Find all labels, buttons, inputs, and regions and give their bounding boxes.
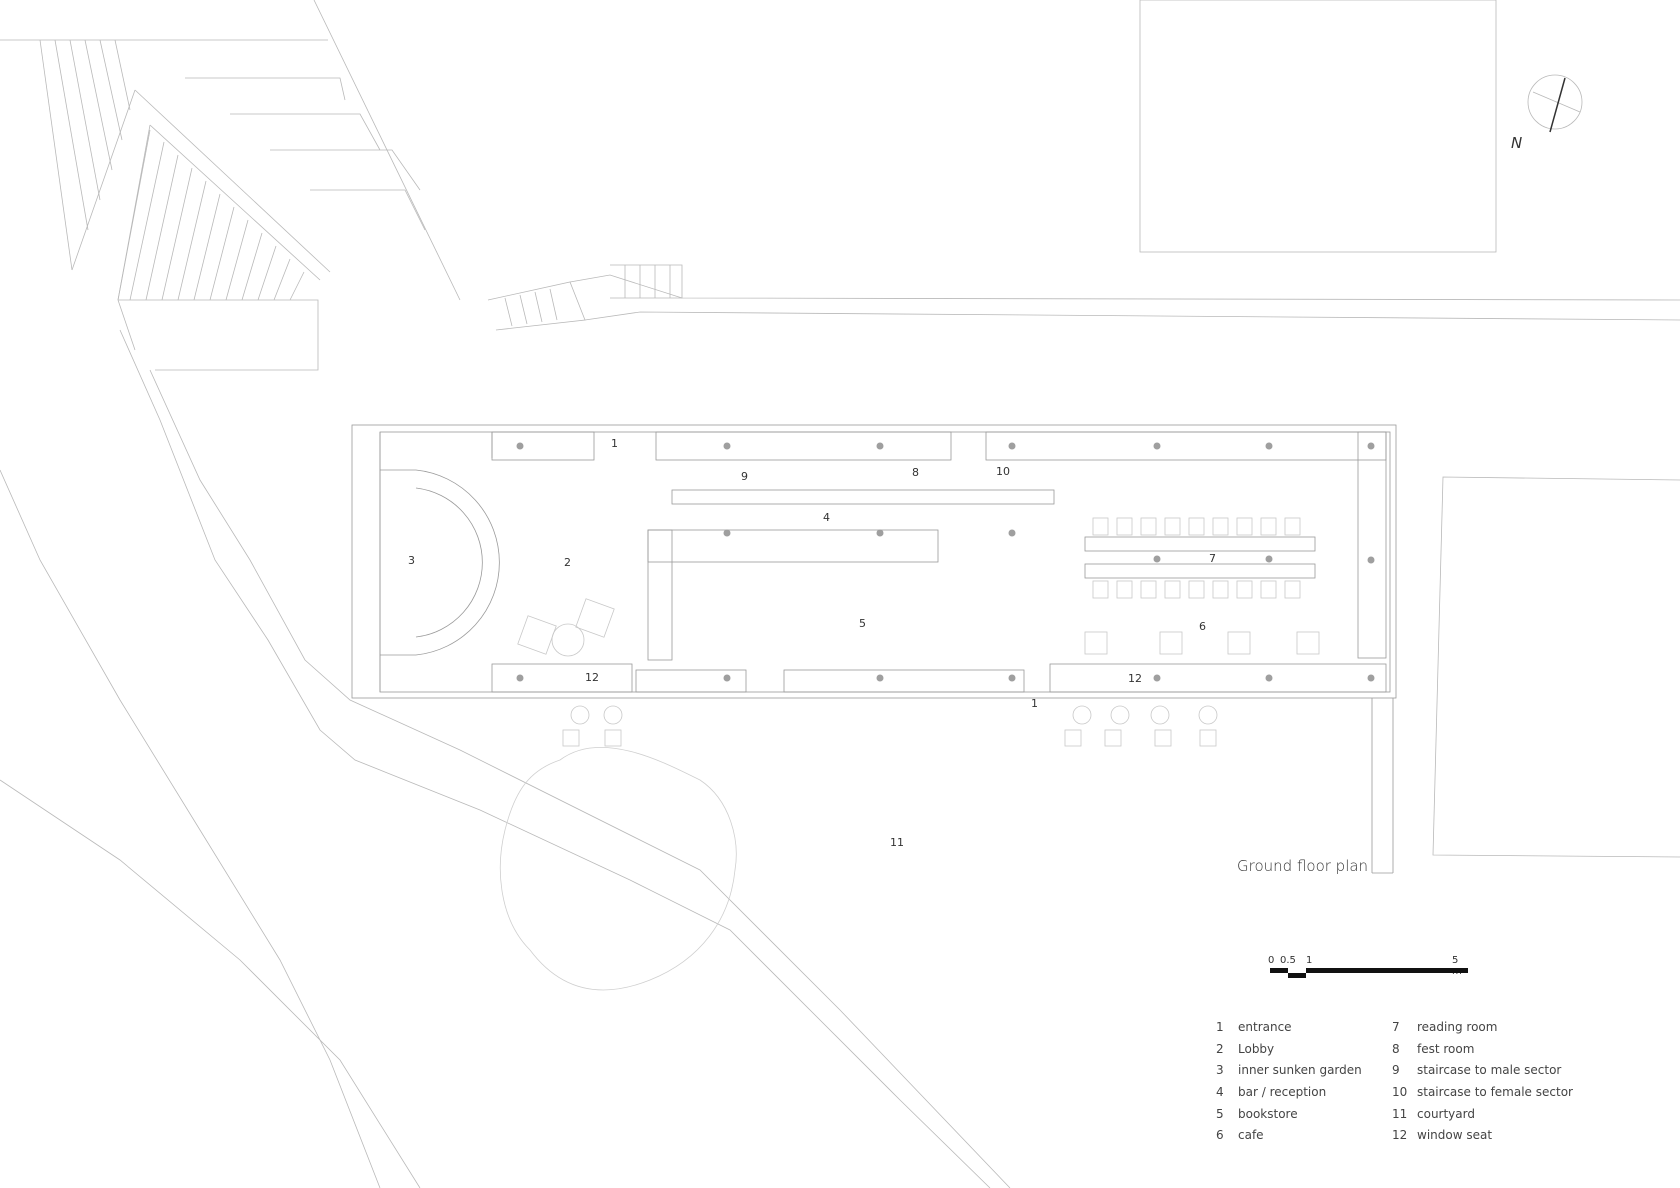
legend-item: 5 bookstore xyxy=(1216,1103,1362,1125)
legend-item: 7 reading room xyxy=(1392,1016,1573,1038)
legend-item: 11 courtyard xyxy=(1392,1103,1573,1125)
legend-number: 2 xyxy=(1216,1041,1224,1056)
legend-label: courtyard xyxy=(1417,1106,1475,1121)
legend-number: 5 xyxy=(1216,1106,1224,1121)
legend-label: staircase to male sector xyxy=(1417,1063,1562,1078)
scale-tick-05: 0.5 xyxy=(1280,955,1296,966)
plan-title: Ground floor plan xyxy=(1237,857,1369,875)
legend-number: 12 xyxy=(1392,1128,1408,1143)
legend-label: fest room xyxy=(1417,1041,1475,1056)
cafe-tables xyxy=(1084,631,1320,655)
columns xyxy=(516,442,1375,682)
legend-number: 9 xyxy=(1392,1063,1400,1078)
scale-tick-1: 1 xyxy=(1306,955,1313,966)
legend-item: 1 entrance xyxy=(1216,1016,1362,1038)
legend-right: 7 reading room 8 fest room 9 staircase to mal… xyxy=(1392,1016,1573,1146)
legend-item: 6 cafe xyxy=(1216,1124,1362,1146)
scale-bar-segment xyxy=(1270,968,1288,973)
outdoor-chairs xyxy=(562,705,1218,747)
legend-number: 3 xyxy=(1216,1063,1224,1078)
top-stair-and-road xyxy=(487,264,1680,331)
legend-item: 8 fest room xyxy=(1392,1038,1573,1060)
legend-label: staircase to female sector xyxy=(1417,1084,1573,1099)
label-courtyard: 11 xyxy=(890,836,904,849)
legend-left: 1 entrance 2 Lobby 3 inner sunken garden 4 bar … xyxy=(1216,1016,1362,1146)
scale-bar-segment xyxy=(1288,973,1306,978)
legend-number: 10 xyxy=(1392,1084,1408,1099)
label-reading: 7 xyxy=(1209,552,1216,565)
legend-number: 6 xyxy=(1216,1128,1224,1143)
tree-outline xyxy=(499,746,737,991)
label-bar: 4 xyxy=(823,511,830,524)
label-cafe: 6 xyxy=(1199,620,1206,633)
legend-number: 7 xyxy=(1392,1019,1400,1034)
legend-item: 2 Lobby xyxy=(1216,1038,1362,1060)
legend-label: bookstore xyxy=(1238,1106,1298,1121)
legend-item: 12 window seat xyxy=(1392,1124,1573,1146)
north-label: N xyxy=(1511,134,1523,152)
terraced-stairs-left xyxy=(0,0,461,371)
scale-bar: 0 0.5 1 5 m xyxy=(1268,955,1468,985)
right-building xyxy=(1432,476,1680,858)
legend-number: 11 xyxy=(1392,1106,1408,1121)
label-entrance-bottom: 1 xyxy=(1031,697,1038,710)
scale-tick-5: 5 m xyxy=(1452,955,1462,977)
legend-label: reading room xyxy=(1417,1019,1498,1034)
legend-item: 3 inner sunken garden xyxy=(1216,1059,1362,1081)
label-lobby: 2 xyxy=(564,556,571,569)
legend-number: 4 xyxy=(1216,1084,1224,1099)
legend-label: Lobby xyxy=(1238,1041,1275,1056)
legend-label: inner sunken garden xyxy=(1238,1063,1362,1078)
sunken-garden xyxy=(379,432,500,692)
reading-chairs xyxy=(1092,517,1301,599)
legend-label: window seat xyxy=(1417,1128,1493,1143)
north-arrow-icon xyxy=(1527,74,1583,133)
label-garden: 3 xyxy=(408,554,415,567)
legend-number: 8 xyxy=(1392,1041,1400,1056)
label-stair-male: 9 xyxy=(741,470,748,483)
scale-bar-segment xyxy=(1306,968,1468,973)
label-fest: 8 xyxy=(912,466,919,479)
legend-item: 4 bar / reception xyxy=(1216,1081,1362,1103)
room-labels: 1 2 3 4 5 6 7 8 9 10 12 12 1 11 xyxy=(408,437,1216,849)
label-stair-female: 10 xyxy=(996,465,1010,478)
legend-item: 10 staircase to female sector xyxy=(1392,1081,1573,1103)
legend-label: cafe xyxy=(1238,1128,1264,1143)
building-walls xyxy=(351,424,1397,874)
scale-tick-0: 0 xyxy=(1268,955,1275,966)
legend-label: entrance xyxy=(1238,1019,1292,1034)
legend-label: bar / reception xyxy=(1238,1084,1327,1099)
lobby-furniture xyxy=(517,598,615,657)
label-window-left: 12 xyxy=(585,671,599,684)
legend-number: 1 xyxy=(1216,1019,1224,1034)
top-right-building xyxy=(1139,0,1497,253)
label-bookstore: 5 xyxy=(859,617,866,630)
label-window-right: 12 xyxy=(1128,672,1142,685)
legend-item: 9 staircase to male sector xyxy=(1392,1059,1573,1081)
walkway-lines xyxy=(0,329,1011,1188)
label-entrance-top: 1 xyxy=(611,437,618,450)
